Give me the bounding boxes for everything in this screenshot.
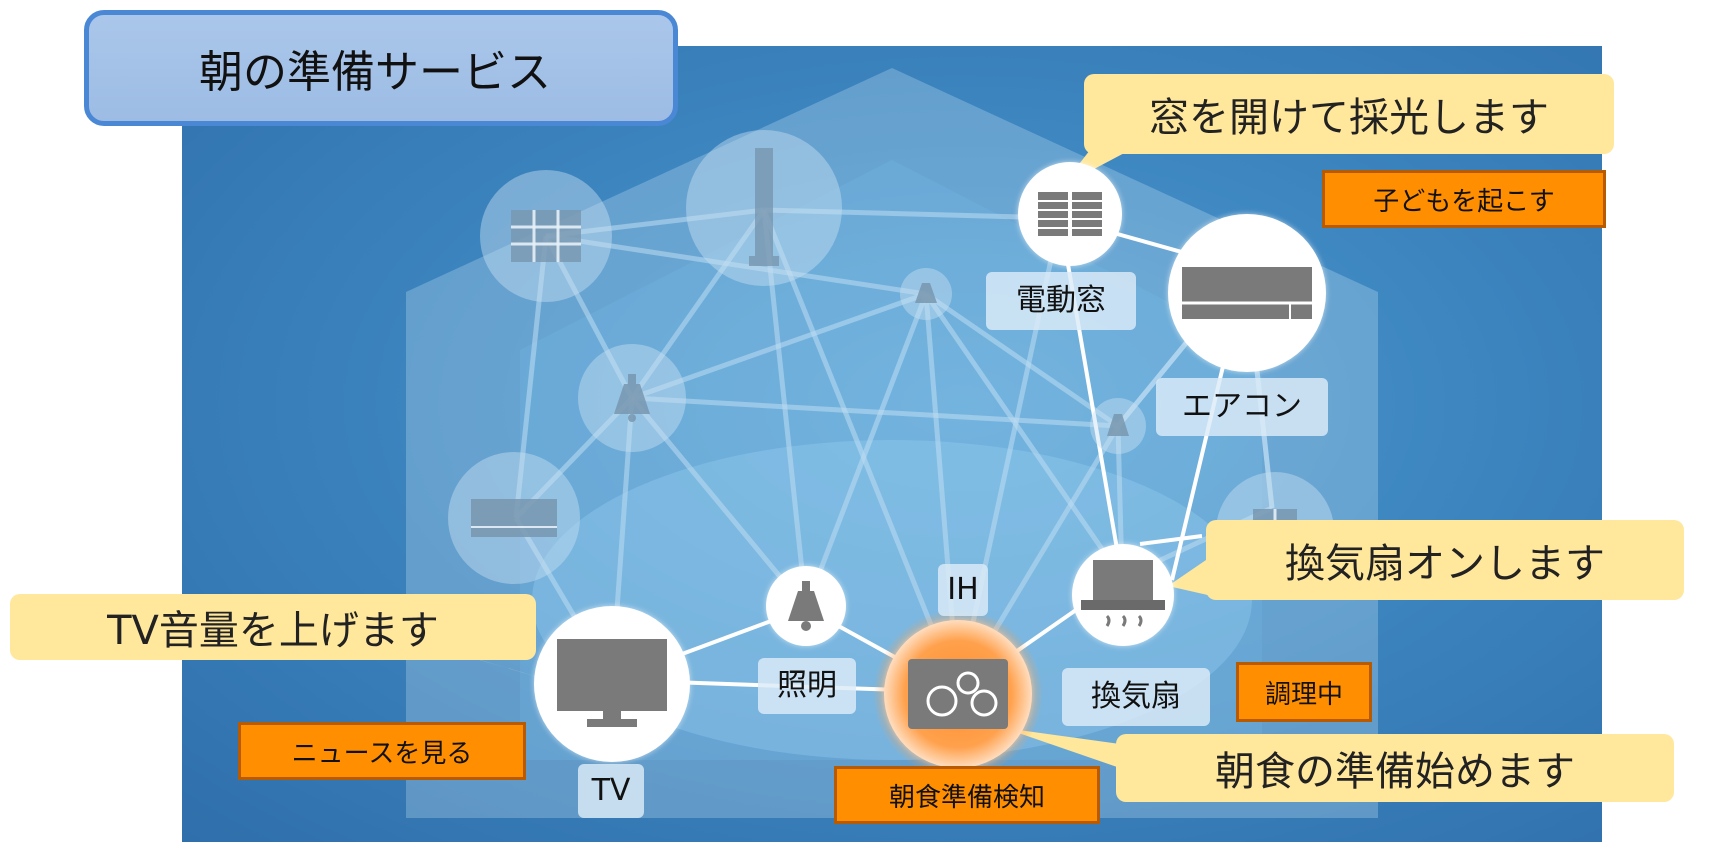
bubble-breakfast: 朝食の準備始めます: [1116, 734, 1674, 802]
aircon-label: エアコン: [1156, 378, 1328, 436]
ih-label: IH: [938, 564, 988, 616]
tv-icon: [557, 639, 667, 727]
ceiling-lamp-icon: [788, 581, 824, 631]
ih-cooktop-icon: [908, 659, 1008, 729]
light-label: 照明: [758, 658, 856, 714]
window-node[interactable]: [1018, 162, 1122, 266]
window-blinds-icon: [1038, 192, 1102, 236]
shelf-icon: [511, 210, 581, 262]
range-hood-icon: [1081, 560, 1165, 627]
page-title: 朝の準備サービス: [84, 10, 678, 126]
ceiling-lamp-icon: [915, 283, 937, 303]
tag-breakfast-detect: 朝食準備検知: [834, 766, 1100, 824]
window-label: 電動窓: [986, 272, 1136, 330]
fan-node[interactable]: [1072, 544, 1174, 646]
bubble-tv: TV音量を上げます: [10, 594, 536, 660]
tag-wake-child: 子どもを起こす: [1322, 170, 1606, 228]
faded-shelf-node: [480, 170, 612, 302]
tv-node[interactable]: [534, 606, 690, 762]
bubble-fan: 換気扇オンします: [1206, 520, 1684, 600]
faded-lamp-node-small: [900, 268, 952, 320]
ih-node[interactable]: [874, 610, 1042, 778]
ceiling-lamp-icon: [614, 374, 650, 422]
faded-lamp-node: [578, 344, 686, 452]
faded-speaker-node: [686, 130, 842, 286]
light-node[interactable]: [766, 566, 846, 646]
tv-label: TV: [578, 764, 644, 818]
bubble-window: 窓を開けて採光します: [1084, 74, 1614, 154]
air-conditioner-icon: [1182, 267, 1312, 319]
tag-watch-news: ニュースを見る: [238, 722, 526, 780]
faded-aircon-node: [448, 452, 580, 584]
air-conditioner-icon: [471, 499, 557, 537]
fan-label: 換気扇: [1062, 668, 1210, 726]
tower-speaker-icon: [749, 148, 779, 266]
tag-cooking: 調理中: [1236, 662, 1372, 722]
aircon-node[interactable]: [1168, 214, 1326, 372]
ceiling-lamp-icon: [1107, 414, 1129, 436]
faded-lamp-node-right: [1090, 398, 1146, 454]
